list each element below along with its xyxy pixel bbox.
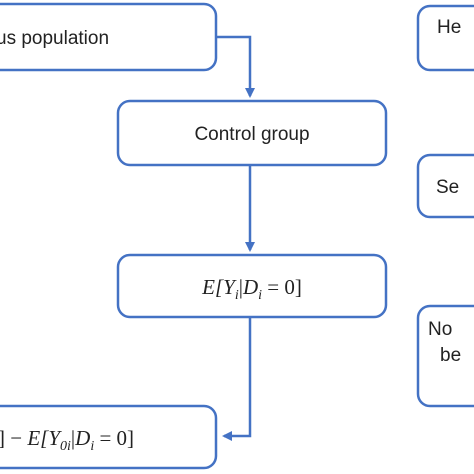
box-population-label: us population: [0, 28, 109, 49]
box-control-group-label: Control group: [194, 124, 309, 145]
box-right-middle-label: Se: [436, 177, 459, 198]
box-right-top-label: He: [437, 17, 461, 38]
expectation-formula: E[Yi|Di = 0]: [201, 275, 302, 303]
arrow-expectation-to-difference: [222, 317, 252, 441]
arrow-population-to-control: [216, 35, 255, 98]
box-right-bottom-line2: be: [440, 345, 461, 366]
box-right-middle: Se: [416, 153, 474, 219]
box-right-bottom: No be: [416, 304, 474, 408]
box-population: us population: [0, 2, 218, 72]
box-difference: ] − E[Y0i|Di = 0]: [0, 404, 218, 470]
difference-formula: ] − E[Y0i|Di = 0]: [0, 426, 134, 454]
box-right-top: He: [416, 4, 474, 72]
box-right-bottom-line1: No: [428, 319, 452, 340]
box-expectation: E[Yi|Di = 0]: [116, 253, 388, 319]
box-control-group: Control group: [116, 99, 388, 167]
